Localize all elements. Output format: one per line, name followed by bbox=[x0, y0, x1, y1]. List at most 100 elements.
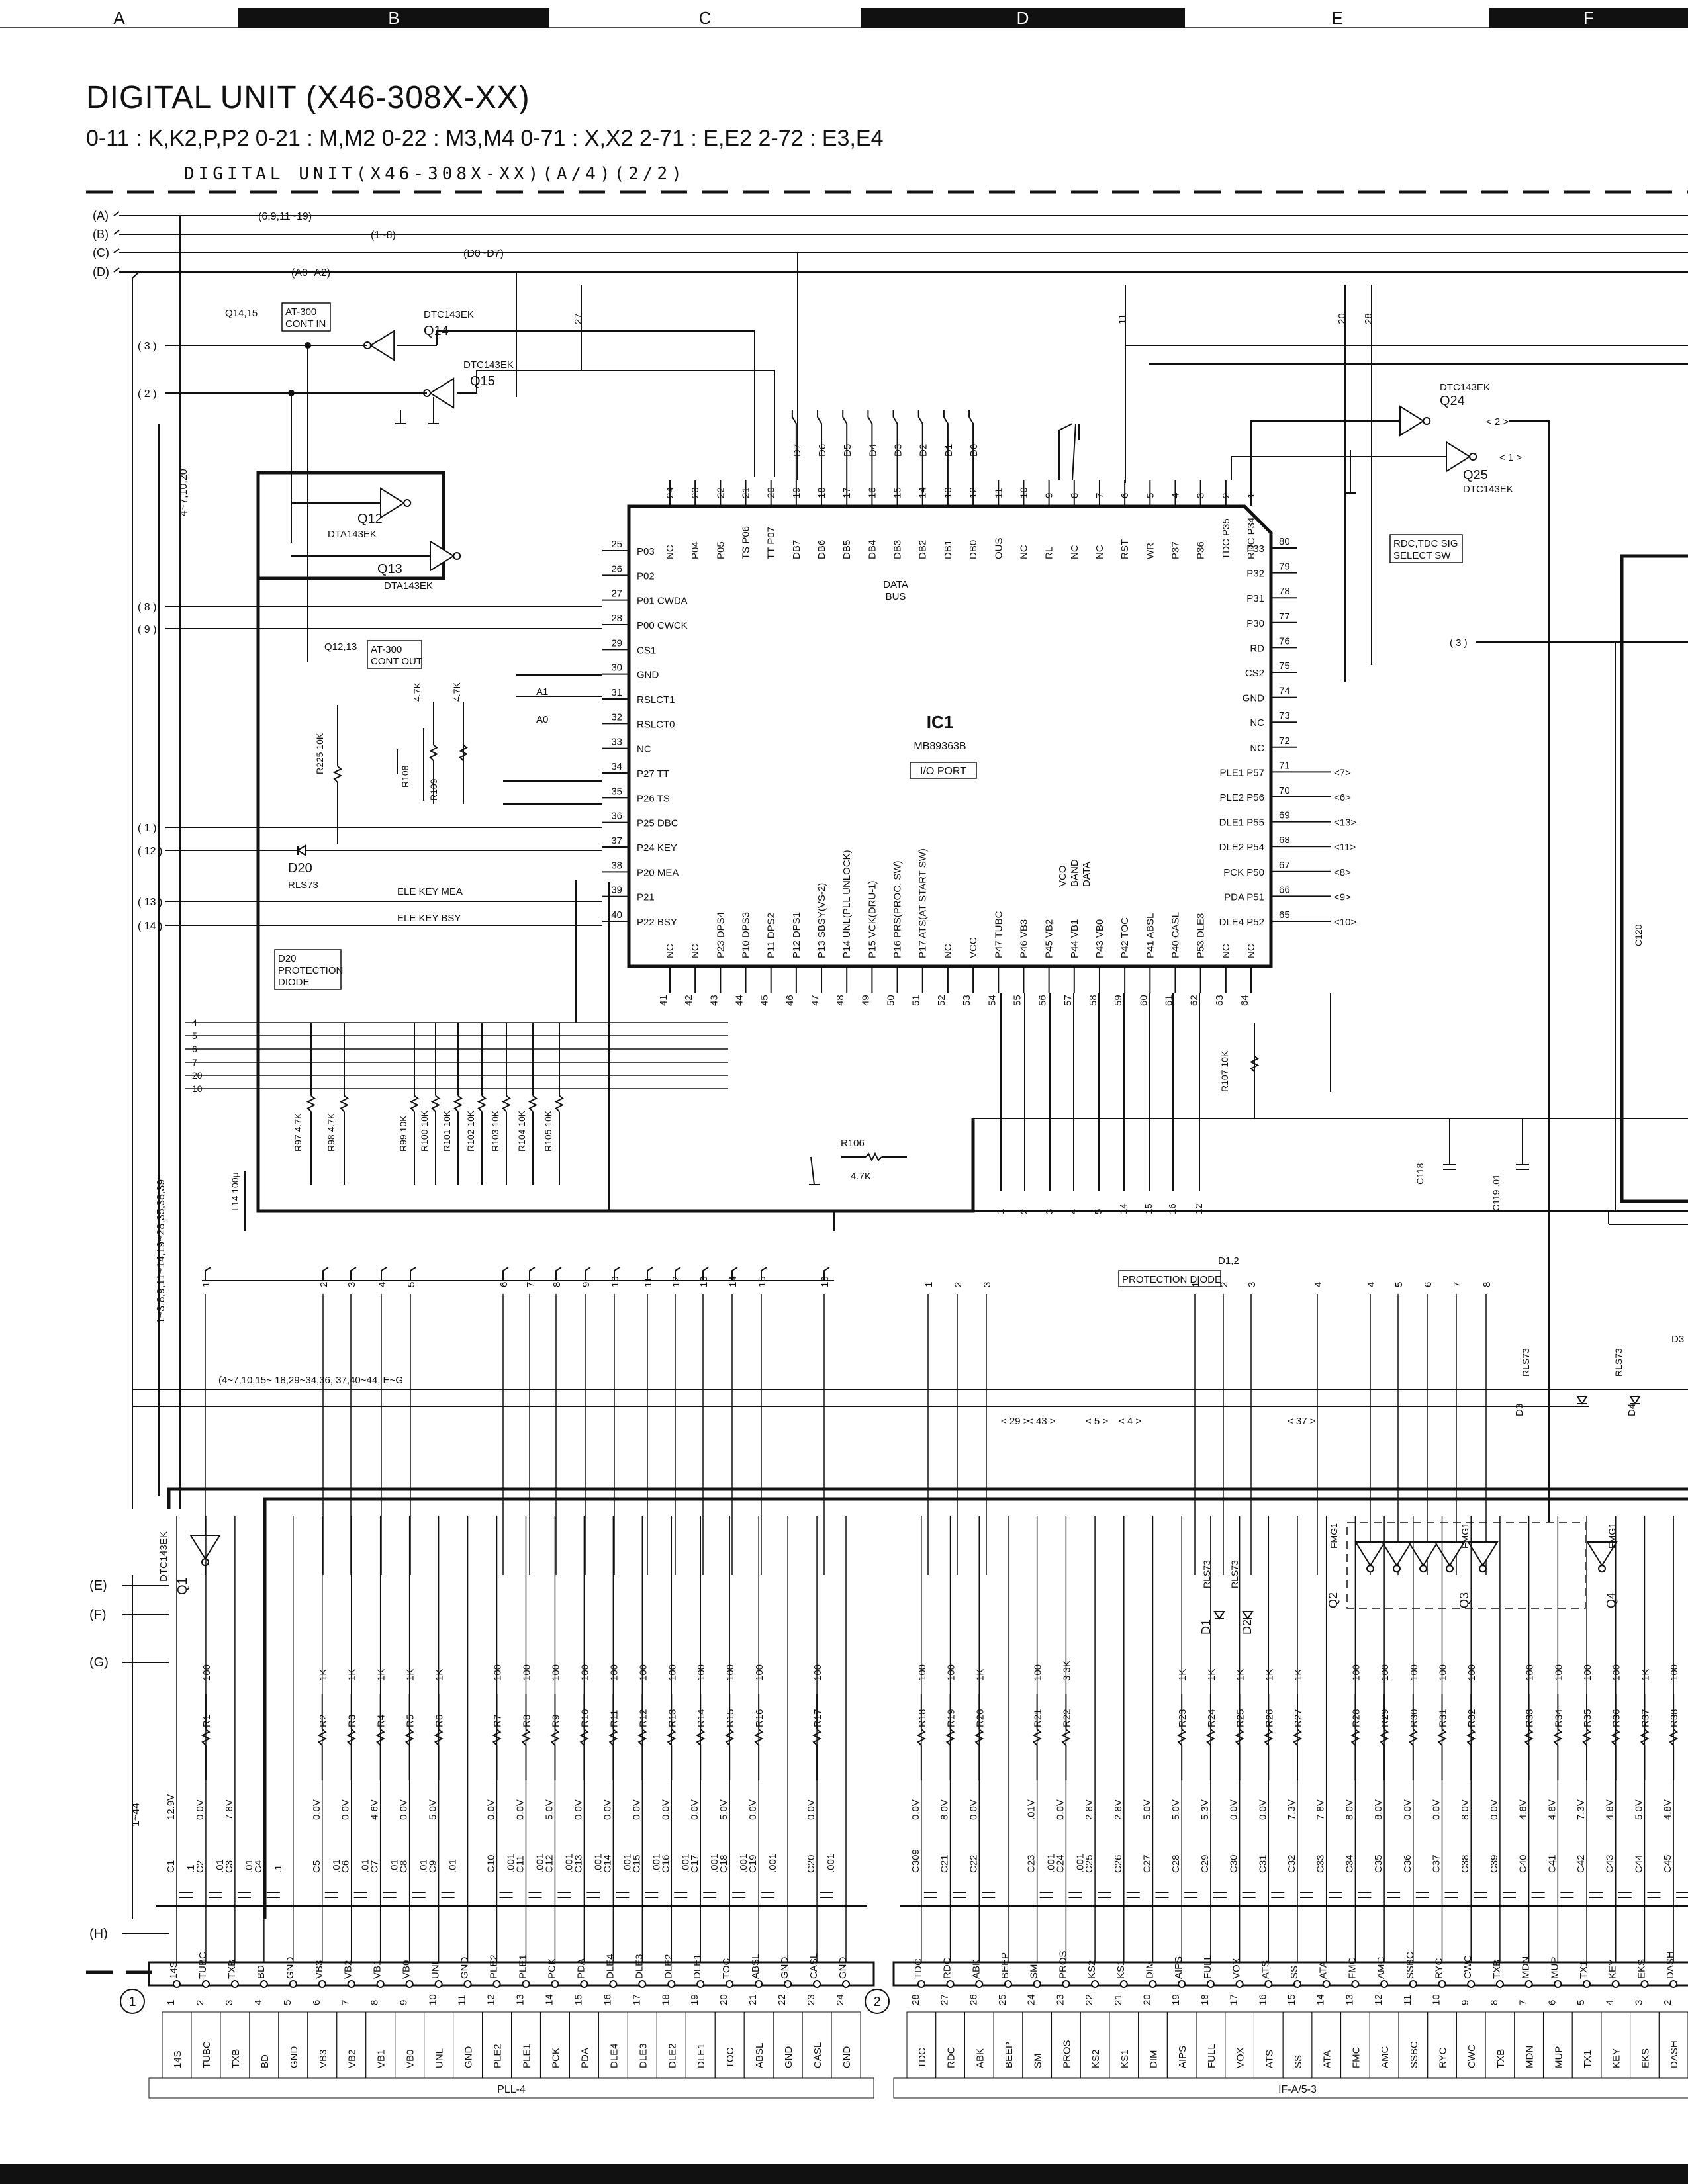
r225-label: R225 10K bbox=[314, 733, 325, 774]
wire bbox=[457, 370, 775, 477]
ic1-pin-num-3: 3 bbox=[1196, 493, 1207, 498]
top-mid-27: 27 bbox=[573, 313, 584, 324]
conn1-voltage: 5.0V bbox=[543, 1799, 555, 1820]
conn2-pin-hole bbox=[1640, 1980, 1649, 1988]
conn2-pin-sig-23: PROS bbox=[1057, 1950, 1068, 1979]
conn1-num: 1 bbox=[128, 1995, 136, 2009]
conn2-cell-sig-27: RDC bbox=[946, 2046, 957, 2068]
conn2-voltage: 0.0V bbox=[1402, 1799, 1413, 1820]
conn2-pin-sig-5: TX1 bbox=[1578, 1960, 1589, 1979]
wire-top-left-9: 9 bbox=[581, 1282, 592, 1287]
lower-label-5: < 5 > bbox=[1086, 1416, 1108, 1427]
conn1-cap-ref: C17 bbox=[689, 1854, 700, 1873]
ic1-pin-num-61: 61 bbox=[1163, 995, 1174, 1006]
bus-label: (A0~A2) bbox=[291, 267, 330, 279]
ic1-pin-sig-72: NC bbox=[1250, 743, 1264, 754]
q13-part: DTA143EK bbox=[384, 580, 433, 592]
q24-buffer-bubble bbox=[1423, 417, 1431, 425]
bundle-num-5: 5 bbox=[192, 1030, 197, 1041]
q3-ref: Q3 bbox=[1458, 1592, 1471, 1608]
conn1-cell-sig-18: DLE2 bbox=[667, 2043, 678, 2068]
conn2-res bbox=[1350, 1729, 1360, 1746]
left-input-9: ( 9 ) bbox=[138, 624, 156, 635]
at300-in-text: CONT IN bbox=[285, 318, 326, 330]
ic1-pin-num-56: 56 bbox=[1037, 995, 1049, 1006]
conn2-pin-hole bbox=[1293, 1980, 1301, 1988]
bus-id-0: (A) bbox=[93, 209, 109, 222]
data-bus-label: BUS bbox=[886, 591, 906, 602]
wire bbox=[647, 1267, 653, 1281]
top-mid-11: 11 bbox=[1117, 314, 1128, 324]
left-input-12: ( 12 ) bbox=[138, 846, 162, 857]
ic1-pin-sig-20: TT P07 bbox=[766, 527, 777, 559]
wire bbox=[205, 1267, 211, 1281]
conn2-res bbox=[1466, 1729, 1476, 1746]
wire-top-right-3: 1 bbox=[1190, 1282, 1201, 1287]
ic1-pin-num-62: 62 bbox=[1189, 995, 1200, 1006]
ic1-pin-num-41: 41 bbox=[658, 995, 669, 1006]
conn1-pin-hole bbox=[696, 1980, 705, 1988]
ic1-pin-num-69: 69 bbox=[1279, 810, 1290, 821]
right-out-8: <8> bbox=[1334, 867, 1351, 878]
ic1-pin-num-11: 11 bbox=[993, 488, 1004, 498]
bus-id-1: (B) bbox=[93, 228, 109, 241]
conn2-pin-num-25: 25 bbox=[997, 1994, 1008, 2005]
conn1-cell-sig-1: 14S bbox=[172, 2050, 183, 2068]
ic1-pin-sig-18: DB6 bbox=[816, 540, 827, 559]
bundle-num-6: 6 bbox=[192, 1044, 197, 1054]
conn1-res bbox=[637, 1729, 647, 1746]
wire-top-right-8: 5 bbox=[1393, 1282, 1405, 1287]
wire-top-left-15: 15 bbox=[757, 1276, 768, 1287]
ic1-pin-num-22: 22 bbox=[715, 487, 726, 498]
conn1-pin-sig-8: VB1 bbox=[372, 1960, 383, 1979]
conn1-res-ref: R3 bbox=[347, 1715, 358, 1727]
conn2-pin-num-28: 28 bbox=[910, 1994, 921, 2005]
r-bottom-3 bbox=[477, 1095, 487, 1113]
conn1-voltage: 4.6V bbox=[369, 1799, 381, 1820]
conn2-cap-ref: C32 bbox=[1286, 1854, 1297, 1873]
conn1-voltage: 7.8V bbox=[224, 1799, 235, 1820]
conn1-pin-num-5: 5 bbox=[282, 2000, 293, 2005]
ic1-pin-num-27: 27 bbox=[611, 588, 622, 600]
conn1-cap-ref: C19 bbox=[747, 1854, 759, 1873]
fmg1-buffer-5-bubble bbox=[1598, 1565, 1606, 1573]
ic1-pin-sig-66: PDA P51 bbox=[1224, 891, 1264, 903]
ic1-pin-sig-67: PCK P50 bbox=[1223, 867, 1264, 878]
wire bbox=[1058, 423, 1073, 480]
ic1-pin-sig-70: PLE2 P56 bbox=[1219, 792, 1264, 803]
ic1-pin-sig-52: NC bbox=[943, 944, 954, 958]
ic1-pin-sig-22: P05 bbox=[715, 541, 726, 559]
ic1-pin-sig-37: P24 KEY bbox=[637, 842, 677, 854]
ic1-pin-sig-63: NC bbox=[1221, 944, 1232, 958]
conn2-res-val: 1K bbox=[1235, 1669, 1246, 1681]
ic1-pin-sig-14: DB2 bbox=[917, 540, 929, 559]
conn1-pin-num-19: 19 bbox=[689, 1994, 700, 2005]
ic1-pin-num-5: 5 bbox=[1145, 493, 1156, 498]
conn2-pin-num-9: 9 bbox=[1460, 2000, 1471, 2005]
conn2-res bbox=[1205, 1729, 1216, 1746]
conn2-cell-sig-4: KEY bbox=[1611, 2048, 1622, 2068]
conn1-pin-sig-14: PCK bbox=[546, 1958, 557, 1979]
conn1-pin-num-16: 16 bbox=[602, 1994, 613, 2005]
conn2-voltage: .01V bbox=[1026, 1799, 1037, 1820]
wire bbox=[731, 1267, 738, 1281]
conn1-cap-val: .01 bbox=[214, 1859, 226, 1873]
conn1-res bbox=[753, 1729, 764, 1746]
ic1-pin-sig-74: GND bbox=[1243, 693, 1265, 704]
conn2-res-ref: R25 bbox=[1235, 1709, 1246, 1727]
wire bbox=[833, 1210, 1688, 1231]
conn1-cap-val: .001 bbox=[825, 1854, 837, 1873]
conn1-res-ref: R7 bbox=[492, 1715, 504, 1727]
wire-top-right-11: 8 bbox=[1481, 1282, 1493, 1287]
ic1-pin-num-66: 66 bbox=[1279, 884, 1290, 895]
conn2-name: IF-A/5-3 bbox=[1278, 2084, 1317, 2095]
conn2-pin-num-18: 18 bbox=[1199, 1994, 1211, 2005]
conn2-pin-num-6: 6 bbox=[1546, 2000, 1558, 2005]
ic1-pin-sig-11: OUS bbox=[993, 537, 1004, 559]
bottom-res-label-4: R103 10K bbox=[490, 1110, 500, 1152]
ic1-pin-num-17: 17 bbox=[841, 487, 853, 498]
conn2-cap-ref: C38 bbox=[1460, 1854, 1471, 1873]
conn1-pin-hole bbox=[463, 1980, 472, 1988]
right-out-13: <13> bbox=[1334, 817, 1356, 829]
ic1-pin-sig-45: P11 DPS2 bbox=[766, 913, 777, 958]
